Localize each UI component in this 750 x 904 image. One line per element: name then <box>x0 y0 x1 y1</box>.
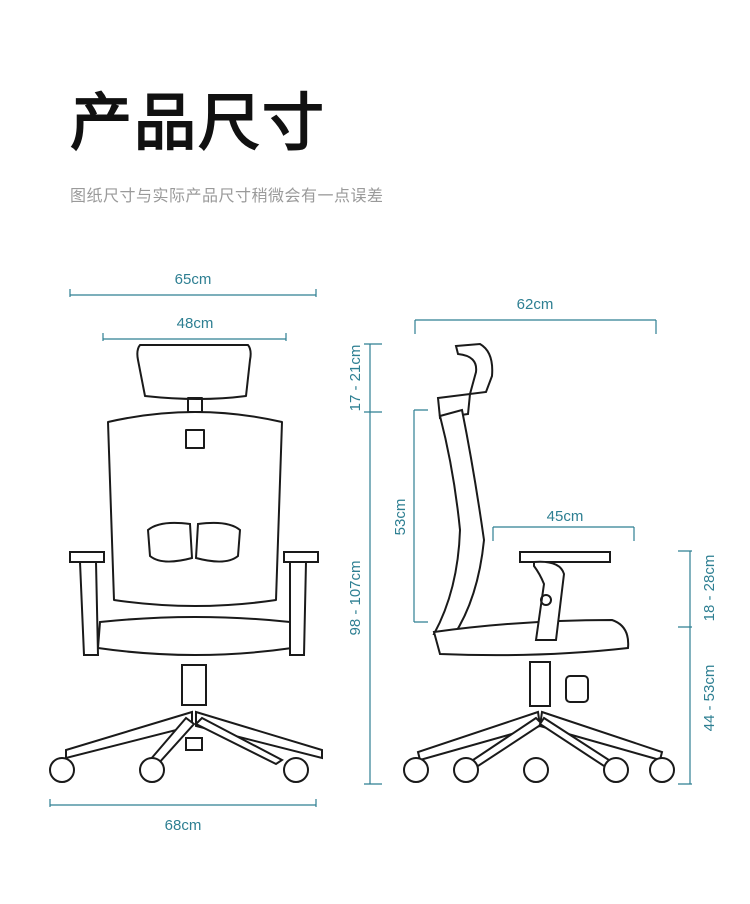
dim-label-seat-height: 44 - 53cm <box>701 665 718 732</box>
page-title: 产品尺寸 <box>70 86 327 159</box>
dim-label-total-height: 98 - 107cm <box>347 560 364 635</box>
dim-label-headrest-adjust: 17 - 21cm <box>347 345 364 412</box>
dim-label-armrest-height: 18 - 28cm <box>701 555 718 622</box>
dim-overall-width: 65cm <box>69 271 317 297</box>
dim-label-seat-depth: 45cm <box>547 508 584 525</box>
dim-label-headrest-width: 48cm <box>177 315 214 332</box>
dim-label-backrest-height: 53cm <box>392 499 409 536</box>
dim-vertical-right: 18 - 28cm 44 - 53cm <box>678 550 718 785</box>
dim-label-depth: 62cm <box>517 296 554 313</box>
side-view-chair <box>403 342 675 783</box>
page-subtitle: 图纸尺寸与实际产品尺寸稍微会有一点误差 <box>70 186 384 205</box>
dim-backrest-height: 53cm <box>392 409 428 623</box>
dim-vertical-left: 17 - 21cm 98 - 107cm <box>347 343 382 785</box>
dim-headrest-width: 48cm <box>102 315 287 341</box>
dim-depth: 62cm <box>414 296 657 334</box>
dim-seat-depth: 45cm <box>492 508 635 541</box>
dim-base-width: 68cm <box>49 799 317 834</box>
dim-label-overall-width: 65cm <box>175 271 212 288</box>
dim-label-base-width: 68cm <box>165 817 202 834</box>
front-view-chair <box>49 344 323 783</box>
